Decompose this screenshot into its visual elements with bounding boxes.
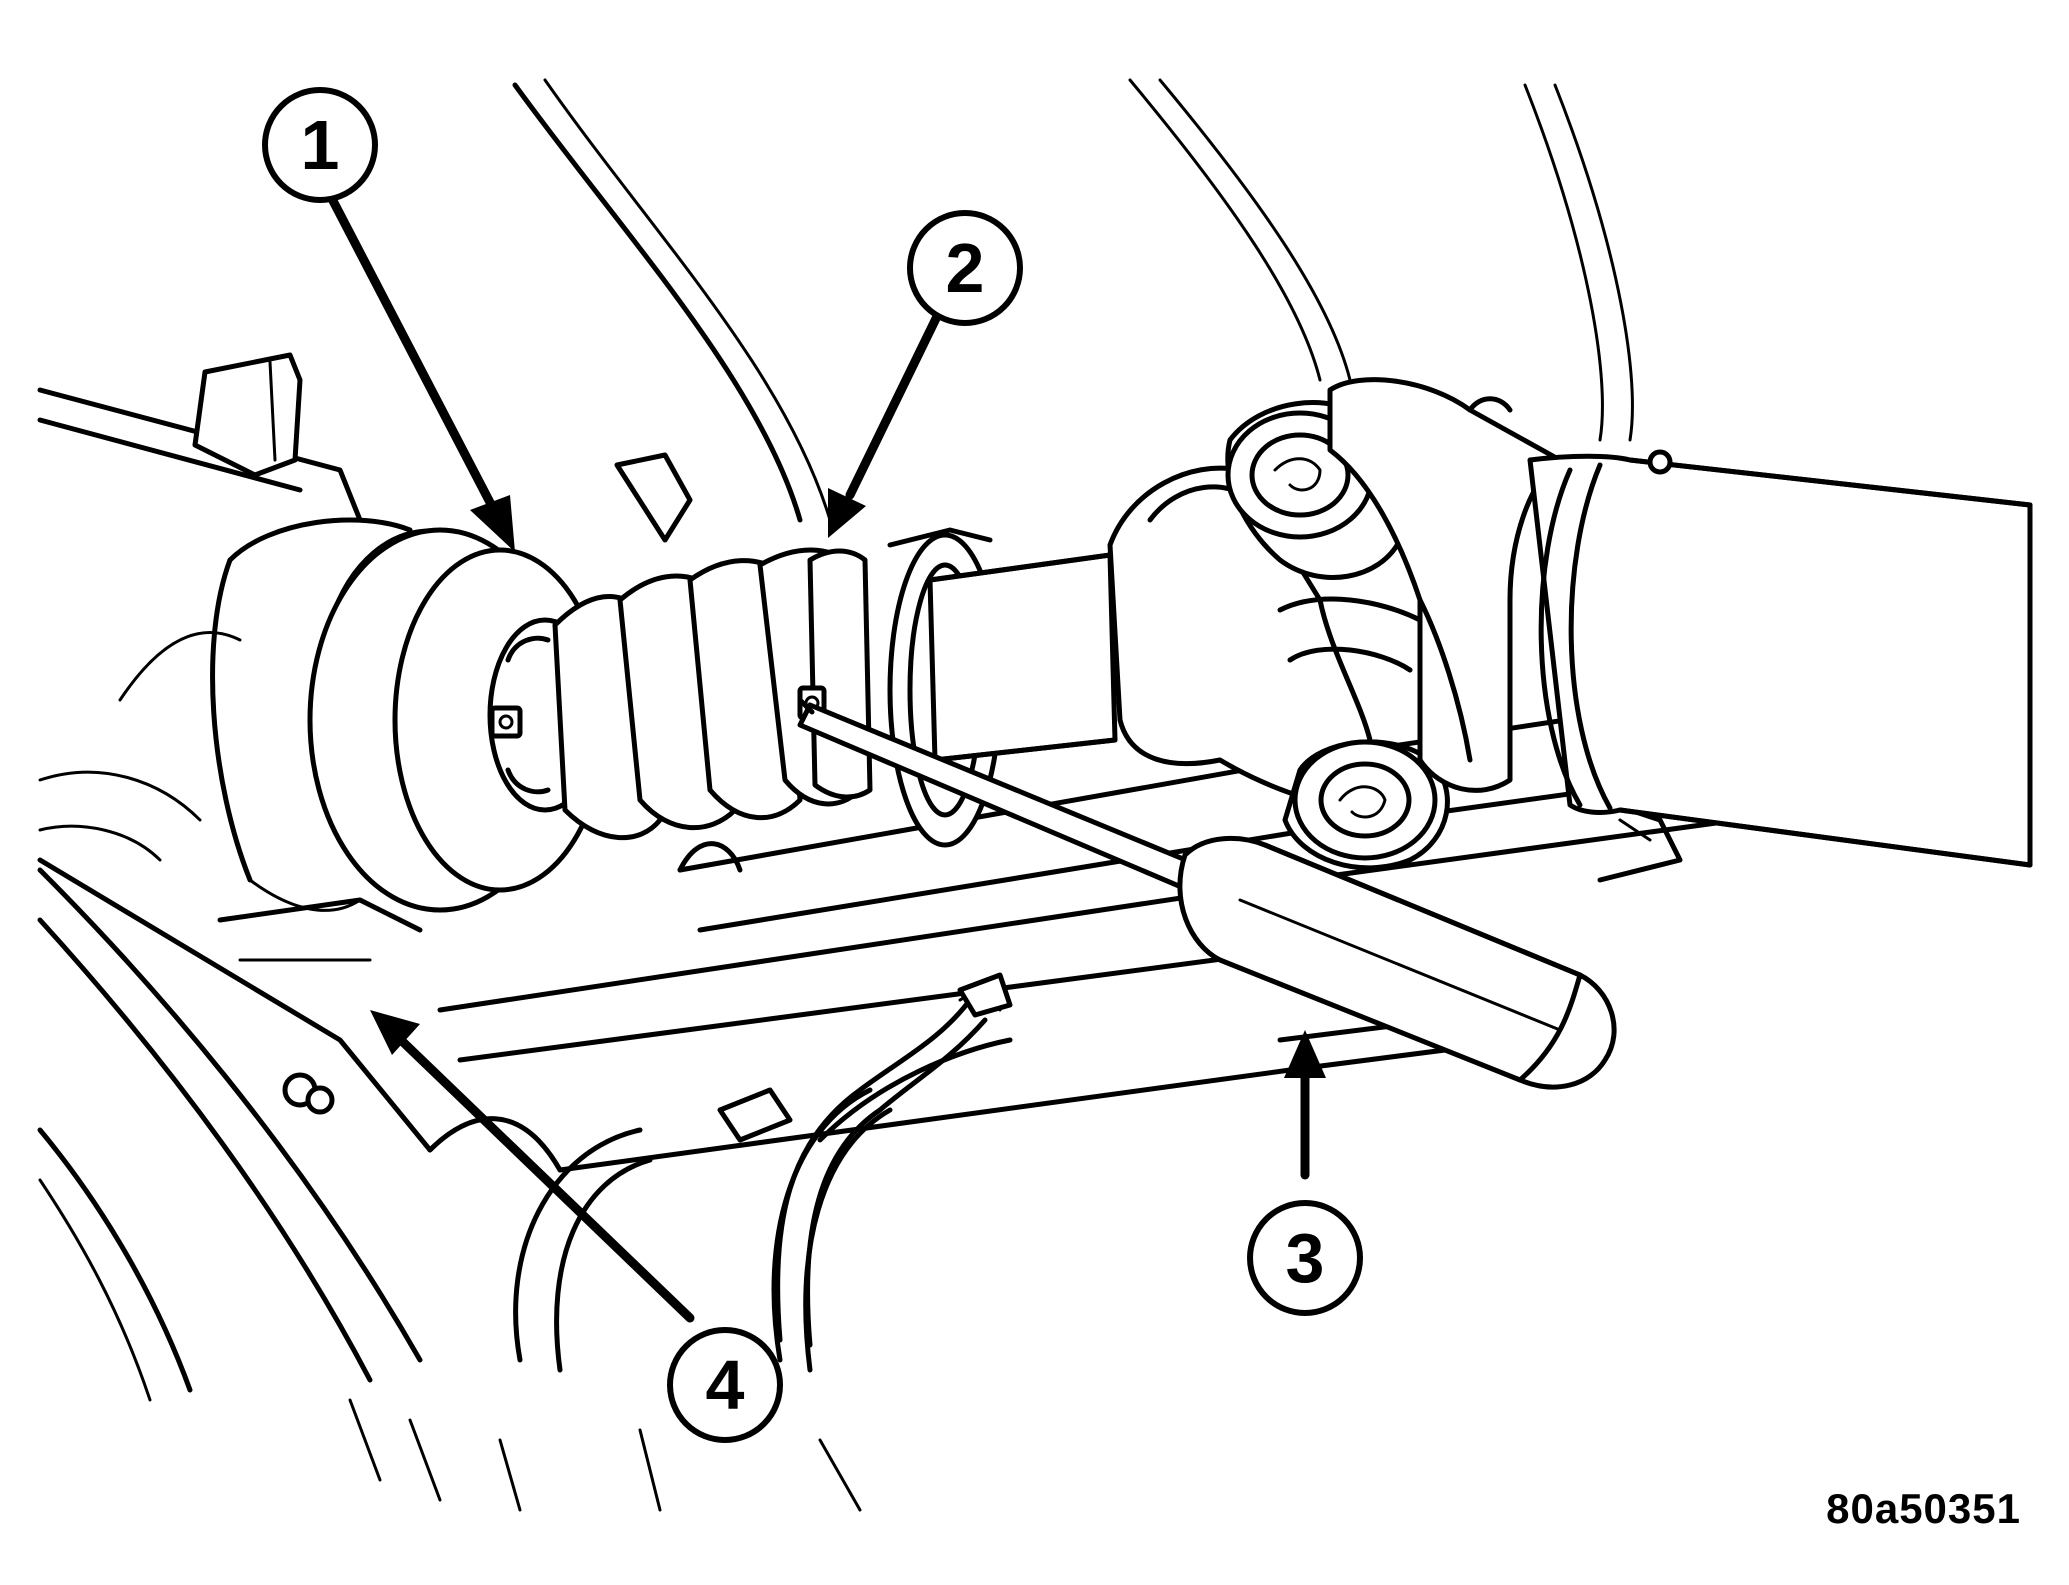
callout-3-circle xyxy=(1247,1200,1363,1316)
callout-3: 3 xyxy=(1247,1200,1363,1316)
propeller-shaft-tube xyxy=(1527,449,2033,868)
callout-4: 4 xyxy=(667,1327,783,1443)
callout-2-circle xyxy=(907,210,1023,326)
leader-2 xyxy=(845,295,950,500)
callout-1: 1 xyxy=(262,87,378,203)
figure-id-label: 80a50351 xyxy=(1826,1485,2021,1532)
callout-leaders xyxy=(325,190,1326,1323)
callout-4-circle xyxy=(667,1327,783,1443)
transfer-case-housing xyxy=(38,517,413,912)
callout-2-label: 2 xyxy=(946,229,985,307)
screwdriver xyxy=(797,697,1617,1090)
callout-1-label: 1 xyxy=(301,106,340,184)
leader-3-arrowhead xyxy=(1284,1030,1326,1078)
leader-4 xyxy=(398,1037,695,1323)
leader-4-arrowhead xyxy=(370,1010,420,1055)
universal-joint xyxy=(1107,377,1563,871)
callout-3-label: 3 xyxy=(1286,1219,1325,1297)
cv-boot xyxy=(392,547,873,893)
callout-1-circle xyxy=(262,87,378,203)
leader-1-arrowhead xyxy=(470,495,515,552)
wire-harness xyxy=(775,972,1013,1348)
callout-4-label: 4 xyxy=(706,1346,745,1424)
drive-shaft xyxy=(927,552,1118,763)
leader-2-arrowhead xyxy=(828,488,866,538)
callout-2: 2 xyxy=(907,210,1023,326)
leader-1 xyxy=(325,190,500,517)
